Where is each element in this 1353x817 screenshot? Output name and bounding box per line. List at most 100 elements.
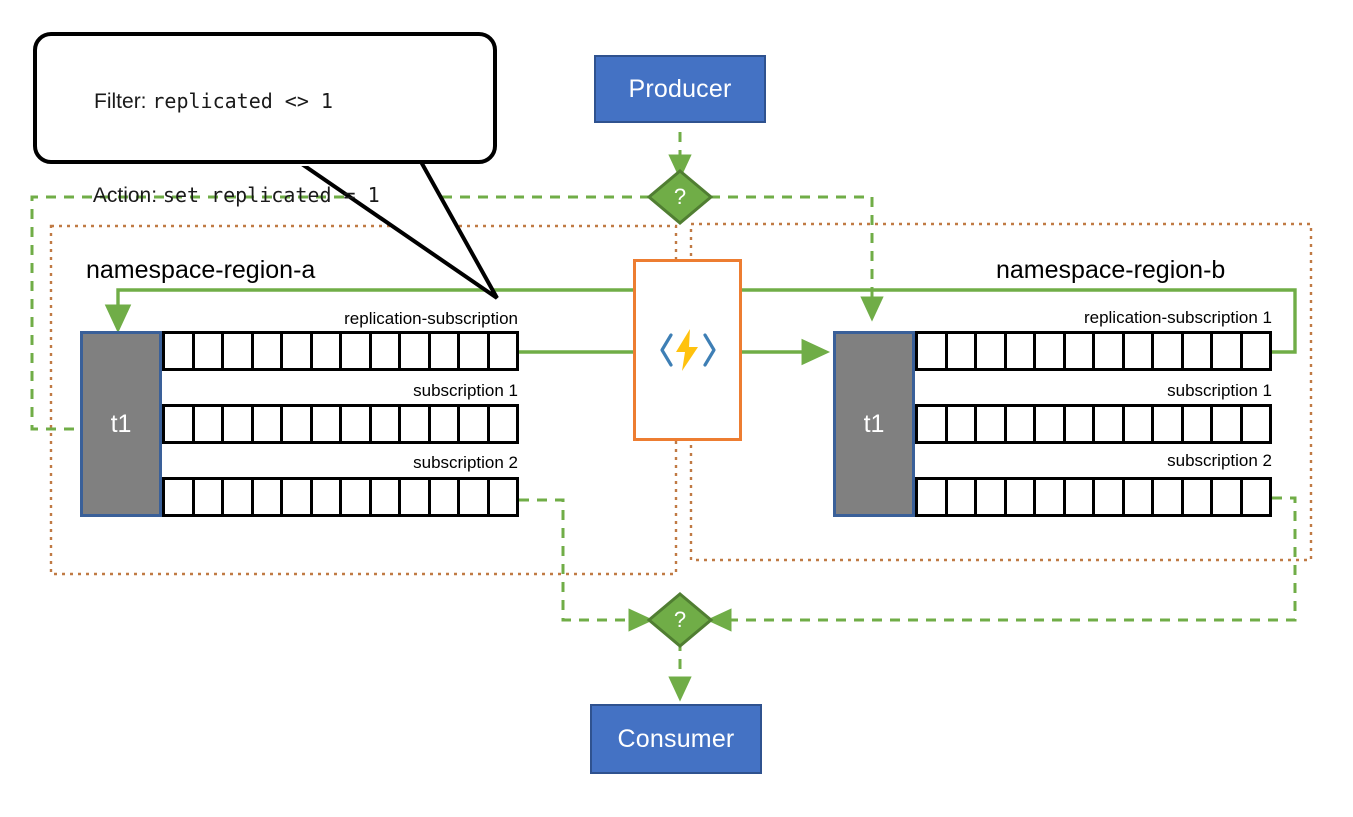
queue-cell xyxy=(431,407,460,441)
producer-box[interactable]: Producer xyxy=(594,55,766,123)
consumer-label: Consumer xyxy=(617,724,735,753)
region-a-queue-0[interactable] xyxy=(162,331,519,371)
callout-filter-code: replicated <> 1 xyxy=(152,88,333,113)
callout-filter-prefix: Filter: xyxy=(94,89,147,113)
azure-functions-icon xyxy=(659,326,717,374)
queue-cell xyxy=(1154,334,1184,368)
queue-cell xyxy=(313,407,342,441)
queue-cell xyxy=(1154,480,1184,514)
flow-region-b-sub2-to-decision xyxy=(706,496,1297,632)
region-b-topic-t1[interactable]: t1 xyxy=(833,331,915,517)
producer-label: Producer xyxy=(628,74,732,103)
queue-cell xyxy=(490,334,517,368)
region-a-topic-label: t1 xyxy=(110,409,132,438)
queue-cell xyxy=(1184,334,1213,368)
queue-cell xyxy=(401,407,431,441)
region-a-topic-t1[interactable]: t1 xyxy=(80,331,162,517)
queue-cell xyxy=(254,480,283,514)
queue-cell xyxy=(1213,407,1243,441)
queue-cell xyxy=(372,334,401,368)
region-b-queue-1[interactable] xyxy=(915,404,1272,444)
queue-cell xyxy=(948,407,977,441)
consumer-box[interactable]: Consumer xyxy=(590,704,762,774)
queue-cell xyxy=(165,407,195,441)
region-b-queue-2[interactable] xyxy=(915,477,1272,517)
flow-region-a-sub2-to-decision xyxy=(519,498,654,632)
queue-cell xyxy=(283,334,313,368)
queue-cell xyxy=(313,480,342,514)
queue-cell xyxy=(254,407,283,441)
callout-action-code: set replicated = 1 xyxy=(162,183,380,207)
bottom-decision-diamond[interactable] xyxy=(646,592,714,648)
queue-cell xyxy=(401,480,431,514)
queue-cell xyxy=(224,480,254,514)
queue-cell xyxy=(342,334,372,368)
queue-cell xyxy=(1095,480,1125,514)
queue-cell xyxy=(372,407,401,441)
region-a-queue-label-1: subscription 1 xyxy=(413,381,518,400)
flow-function-to-region-a-topic xyxy=(104,288,741,334)
region-a-queue-2[interactable] xyxy=(162,477,519,517)
queue-cell xyxy=(977,334,1007,368)
queue-cell xyxy=(490,407,517,441)
queue-cell xyxy=(1066,407,1095,441)
queue-cell xyxy=(1184,480,1213,514)
region-a-queue-label-0: replication-subscription xyxy=(344,309,518,328)
queue-cell xyxy=(1213,480,1243,514)
queue-cell xyxy=(1125,334,1154,368)
queue-cell xyxy=(918,334,948,368)
queue-cell xyxy=(460,480,490,514)
queue-cell xyxy=(313,334,342,368)
region-a-queue-label-2: subscription 2 xyxy=(413,453,518,472)
queue-cell xyxy=(1243,334,1270,368)
queue-cell xyxy=(342,407,372,441)
queue-cell xyxy=(254,334,283,368)
flow-decision-to-region-a-topic xyxy=(30,195,650,441)
queue-cell xyxy=(401,334,431,368)
queue-cell xyxy=(1007,480,1036,514)
queue-cell xyxy=(1243,407,1270,441)
queue-cell xyxy=(1036,480,1066,514)
queue-cell xyxy=(460,334,490,368)
flow-function-to-region-b-replication xyxy=(741,288,1297,354)
queue-cell xyxy=(165,480,195,514)
queue-cell xyxy=(490,480,517,514)
queue-cell xyxy=(195,334,224,368)
queue-cell xyxy=(948,480,977,514)
queue-cell xyxy=(283,480,313,514)
callout-action-prefix: Action: xyxy=(92,184,158,207)
azure-function-box[interactable] xyxy=(633,259,742,441)
region-b-topic-label: t1 xyxy=(863,409,885,438)
queue-cell xyxy=(224,334,254,368)
queue-cell xyxy=(1184,407,1213,441)
top-decision-diamond[interactable] xyxy=(646,169,714,225)
region-a-boundary xyxy=(49,224,678,576)
queue-cell xyxy=(1243,480,1270,514)
queue-cell xyxy=(1213,334,1243,368)
queue-cell xyxy=(342,480,372,514)
queue-cell xyxy=(948,334,977,368)
queue-cell xyxy=(1007,407,1036,441)
queue-cell xyxy=(977,480,1007,514)
queue-cell xyxy=(1095,334,1125,368)
queue-cell xyxy=(918,407,948,441)
queue-cell xyxy=(283,407,313,441)
queue-cell xyxy=(977,407,1007,441)
queue-cell xyxy=(431,480,460,514)
callout-line-action: Action: set replicated = 1 xyxy=(59,149,471,244)
queue-cell xyxy=(195,480,224,514)
region-a-queue-1[interactable] xyxy=(162,404,519,444)
region-b-queue-0[interactable] xyxy=(915,331,1272,371)
region-b-queue-label-2: subscription 2 xyxy=(1167,451,1272,470)
region-b-queue-label-1: subscription 1 xyxy=(1167,381,1272,400)
flow-decision-to-region-b-topic xyxy=(710,195,884,322)
queue-cell xyxy=(460,407,490,441)
region-a-label: namespace-region-a xyxy=(86,256,316,284)
region-b-label: namespace-region-b xyxy=(996,256,1226,284)
queue-cell xyxy=(195,407,224,441)
queue-cell xyxy=(1036,407,1066,441)
queue-cell xyxy=(1007,334,1036,368)
queue-cell xyxy=(1036,334,1066,368)
queue-cell xyxy=(1125,407,1154,441)
